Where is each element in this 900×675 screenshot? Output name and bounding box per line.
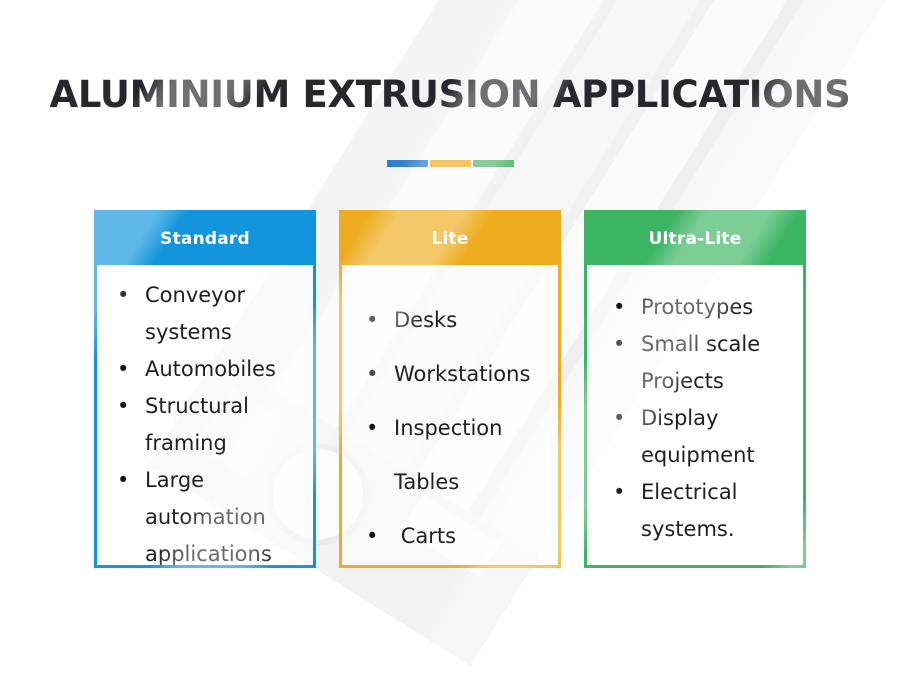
column-standard-header: Standard — [97, 213, 313, 265]
list-item: Carts — [364, 509, 552, 563]
column-ultra-lite-body: PrototypesSmall scale ProjectsDisplay eq… — [587, 265, 803, 565]
divider-segment-orange — [429, 160, 471, 167]
title-divider — [0, 160, 900, 167]
column-lite-header: Lite — [342, 213, 558, 265]
column-ultra-lite-title: Ultra-Lite — [648, 229, 742, 249]
list-item: Conveyor systems — [115, 277, 307, 351]
list-item: Workstations — [364, 347, 552, 401]
list-item: Desks — [364, 293, 552, 347]
list-item: Prototypes — [611, 289, 797, 326]
column-ultra-lite-header: Ultra-Lite — [587, 213, 803, 265]
column-lite-title: Lite — [431, 229, 469, 249]
divider-segment-blue — [386, 160, 428, 167]
list-item: Display equipment — [611, 400, 797, 474]
column-ultra-lite: Ultra-Lite PrototypesSmall scale Project… — [584, 210, 806, 568]
list-item: Electrical systems. — [611, 474, 797, 548]
column-standard: Standard Conveyor systemsAutomobilesStru… — [94, 210, 316, 568]
columns-row: Standard Conveyor systemsAutomobilesStru… — [94, 210, 806, 568]
list-item: Structural framing — [115, 388, 307, 462]
list-item: Large automation applications — [115, 462, 307, 565]
column-standard-title: Standard — [160, 229, 250, 249]
list-item: Inspection Tables — [364, 401, 552, 509]
list-item: Small scale Projects — [611, 326, 797, 400]
column-standard-items-list: Conveyor systemsAutomobilesStructural fr… — [115, 277, 307, 565]
column-lite-body: DesksWorkstationsInspection Tables Carts — [342, 265, 558, 565]
divider-segment-green — [472, 160, 514, 167]
title-block: ALUMINIUM EXTRUSION APPLICATIONS — [0, 72, 900, 167]
list-item: Automobiles — [115, 351, 307, 388]
column-standard-body: Conveyor systemsAutomobilesStructural fr… — [97, 265, 313, 565]
column-lite-items-list: DesksWorkstationsInspection Tables Carts — [364, 293, 552, 563]
column-lite: Lite DesksWorkstationsInspection Tables … — [339, 210, 561, 568]
page-title: ALUMINIUM EXTRUSION APPLICATIONS — [49, 73, 851, 116]
column-ultra-lite-items-list: PrototypesSmall scale ProjectsDisplay eq… — [611, 289, 797, 548]
